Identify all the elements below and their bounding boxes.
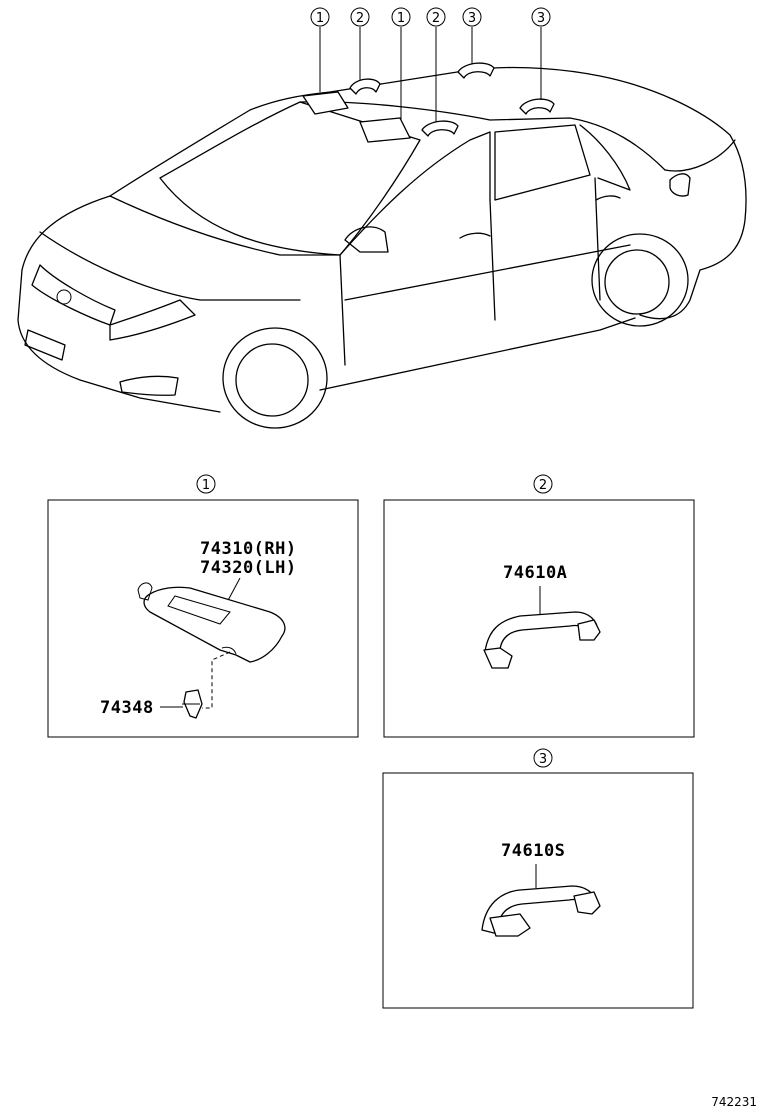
callout-leaders <box>319 27 542 122</box>
panel-sunvisor-number: 1 <box>202 478 210 493</box>
car-illustration <box>17 62 747 429</box>
callout-1a: 1 <box>310 7 330 27</box>
panel-grip-rear-number: 3 <box>539 752 547 767</box>
panel-grip-front: 2 74610A <box>383 474 695 738</box>
panel-grip-front-number: 2 <box>539 478 547 493</box>
callout-3a: 3 <box>462 7 482 27</box>
svg-text:1: 1 <box>397 11 405 26</box>
panel-grip-rear: 3 74610S <box>382 748 694 1009</box>
svg-text:3: 3 <box>537 11 545 26</box>
part-number-74310: 74310(RH) <box>200 539 297 559</box>
sunvisor-icon <box>137 582 286 663</box>
callout-1b: 1 <box>391 7 411 27</box>
svg-text:1: 1 <box>316 11 324 26</box>
assist-grip-front-icon <box>483 611 601 669</box>
part-number-74320: 74320(LH) <box>200 558 297 578</box>
car-callouts: 1 2 1 2 3 3 <box>310 7 551 27</box>
roof-grip-icon <box>349 78 381 95</box>
panel-grip-front-frame <box>383 499 695 738</box>
panel-sunvisor: 1 74310(RH) 74320(LH) 74348 <box>47 474 359 738</box>
callout-3b: 3 <box>531 7 551 27</box>
roof-sunvisor-rear-icon <box>359 117 411 143</box>
roof-sunvisor-front-icon <box>302 91 349 115</box>
callout-2a: 2 <box>350 7 370 27</box>
svg-text:2: 2 <box>432 11 440 26</box>
callout-2b: 2 <box>426 7 446 27</box>
illustration-reference: 742231 <box>711 1095 757 1109</box>
panel-sunvisor-frame <box>47 499 359 738</box>
part-number-74348: 74348 <box>100 698 154 718</box>
roof-grip-icon <box>519 98 555 115</box>
assist-grip-rear-icon <box>481 885 601 937</box>
part-number-74610S: 74610S <box>501 841 565 861</box>
sunvisor-holder-clip-icon <box>182 689 203 719</box>
panel-grip-rear-frame <box>382 772 694 1009</box>
svg-text:3: 3 <box>468 11 476 26</box>
roof-grip-icon <box>421 120 459 137</box>
part-number-74610A: 74610A <box>503 563 567 583</box>
roof-grip-icon <box>457 62 495 79</box>
svg-text:2: 2 <box>356 11 364 26</box>
